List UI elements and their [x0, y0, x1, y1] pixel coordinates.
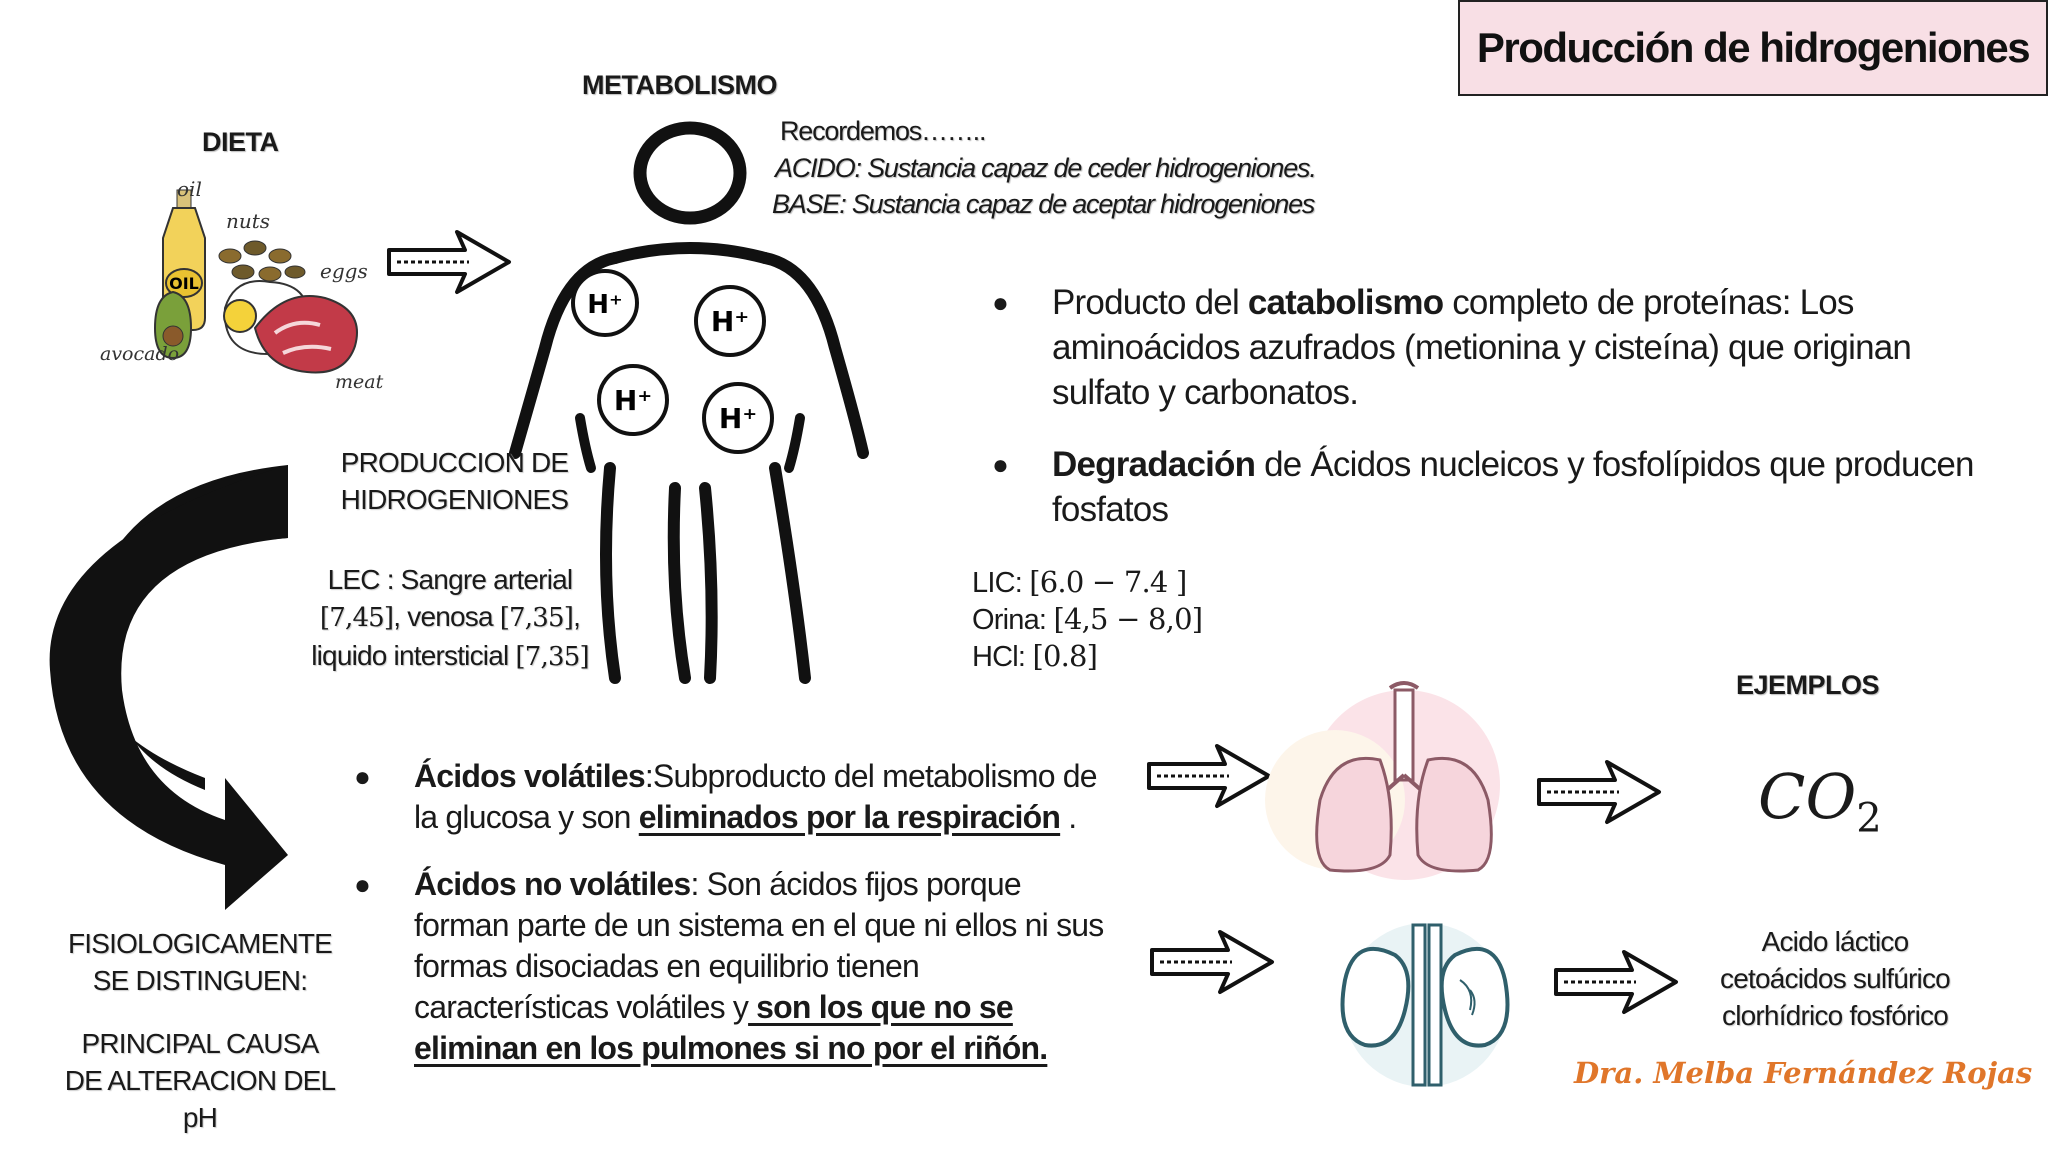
kidney-icon [1340, 923, 1510, 1087]
bullet-dot: ● [992, 449, 1009, 480]
bullet-dot: ● [992, 287, 1009, 318]
nuts-icon [218, 240, 306, 282]
svg-text:OIL: OIL [169, 274, 199, 293]
avocado-icon [153, 290, 193, 360]
bullet-dot: ● [354, 761, 371, 792]
arrow-right-icon [387, 230, 511, 294]
lungs-icon [1265, 681, 1500, 880]
metabolismo-label: METABOLISMO [582, 70, 777, 100]
acid-examples: Acido láctico cetoácidos sulfúrico clorh… [1720, 926, 1951, 1031]
arrow-to-lungs-icon [1147, 744, 1271, 808]
arrow-to-co2-icon [1537, 760, 1661, 824]
dieta-label: DIETA [202, 127, 279, 157]
arrow-to-acids-icon [1554, 950, 1678, 1014]
hydrogen-ion-3: H⁺ [597, 364, 669, 436]
bullet-acidos-volatiles: ● Ácidos volátiles:Subproducto del metab… [354, 758, 1098, 835]
eggs-label: eggs [320, 259, 368, 283]
arrow-to-kidney-icon [1150, 930, 1274, 994]
author-signature: Dra. Melba Fernández Rojas [1574, 1056, 2033, 1090]
title-box: Producción de hidrogeniones [1458, 0, 2048, 96]
base-definition: BASE: Sustancia capaz de aceptar hidroge… [772, 189, 1315, 219]
ejemplos-label: EJEMPLOS [1736, 670, 1880, 700]
bullet-acidos-no-volatiles: ● Ácidos no volátiles: Son ácidos fijos … [354, 866, 1104, 1066]
lec-values: LEC : Sangre arterial [7,45], venosa [7,… [311, 564, 589, 672]
svg-text:H⁺: H⁺ [719, 402, 757, 435]
svg-text:H⁺: H⁺ [711, 305, 749, 338]
curved-arrow-icon [49, 465, 289, 910]
svg-text:H⁺: H⁺ [587, 290, 622, 320]
svg-text:H⁺: H⁺ [614, 384, 652, 417]
recordemos-intro: Recordemos…….. [780, 116, 986, 146]
nuts-label: nuts [226, 209, 270, 233]
principal-causa-label: PRINCIPAL CAUSA DE ALTERACION DEL pH [64, 1028, 336, 1133]
page-title: Producción de hidrogeniones [1476, 24, 2031, 71]
meat-icon [253, 295, 358, 374]
bottom-bullets: ● Ácidos volátiles:Subproducto del metab… [354, 756, 1114, 1095]
head-shape [633, 121, 747, 225]
ph-values: LIC: [6.0 − 7.4 ] Orina: [4,5 − 8,0] HCl… [972, 565, 1203, 673]
meat-label: meat [335, 371, 384, 393]
hydrogen-ion-1: H⁺ [571, 269, 639, 337]
top-bullets: ● Producto del catabolismo completo de p… [992, 280, 1992, 559]
bullet-degradacion: ● Degradación de Ácidos nucleicos y fosf… [992, 442, 1992, 532]
co2-formula: CO2 [1758, 760, 1882, 842]
avocado-label: avocado [100, 343, 179, 365]
bullet-catabolismo: ● Producto del catabolismo completo de p… [992, 280, 1992, 415]
body-figure: H⁺ H⁺ H⁺ H⁺ [509, 121, 869, 684]
hydrogen-ion-2: H⁺ [694, 285, 766, 357]
produccion-label: PRODUCCION DE HIDROGENIONES [340, 447, 569, 515]
oil-label: oil [177, 177, 202, 201]
acido-definition: ACIDO: Sustancia capaz de ceder hidrogen… [775, 153, 1317, 183]
hydrogen-ion-4: H⁺ [702, 382, 774, 454]
food-illustration: OIL oil nuts eggs avocado meat [100, 177, 384, 393]
fisiologicamente-label: FISIOLOGICAMENTE SE DISTINGUEN: [67, 928, 333, 996]
bullet-dot: ● [354, 869, 371, 900]
